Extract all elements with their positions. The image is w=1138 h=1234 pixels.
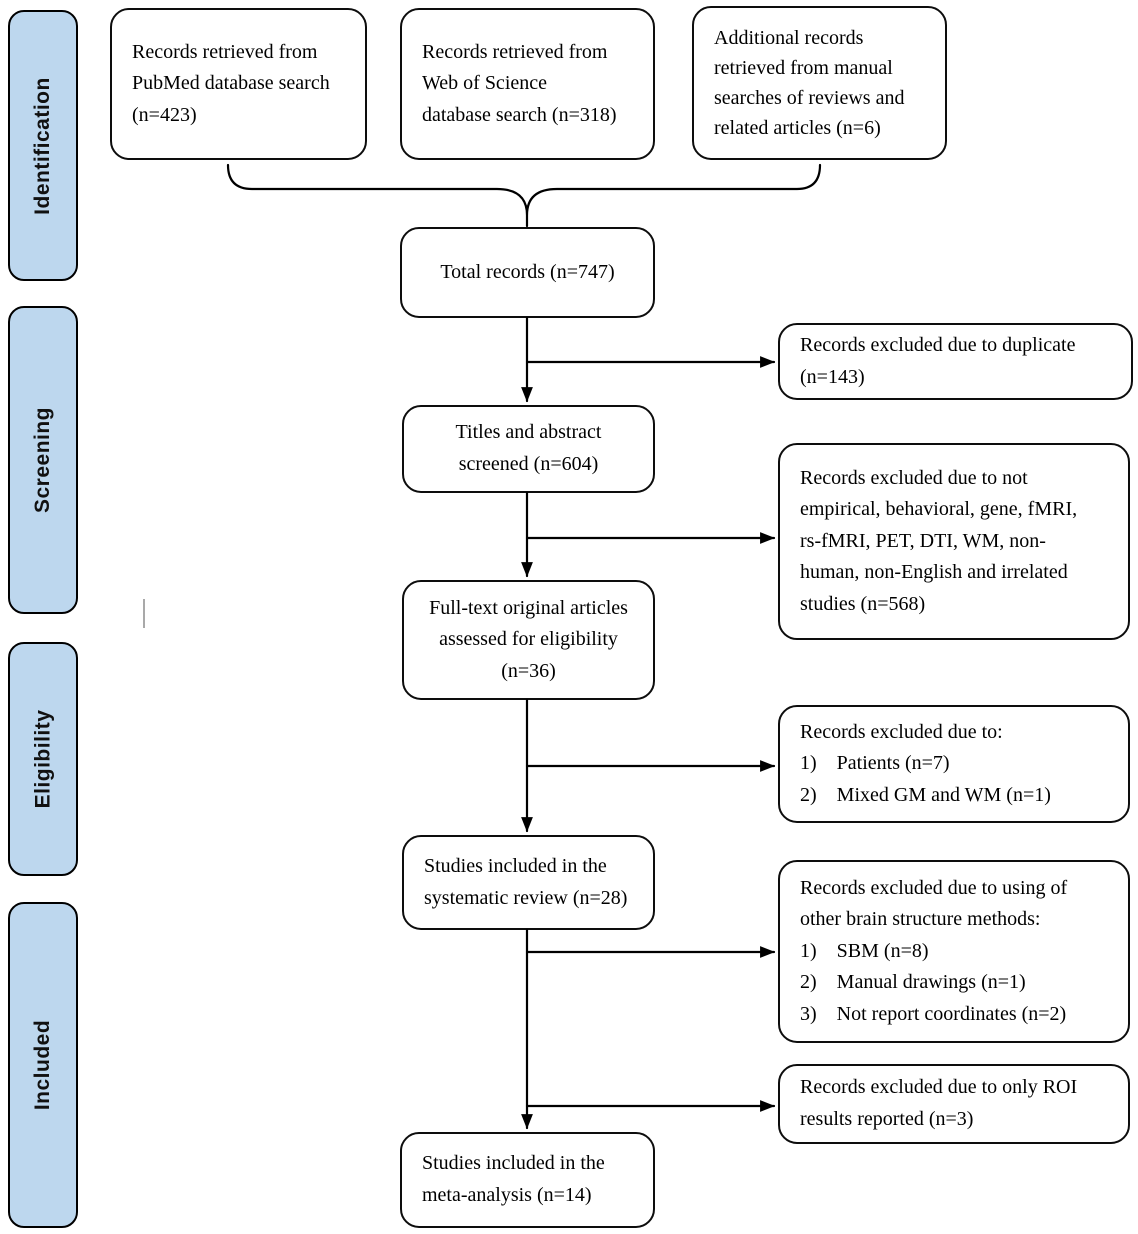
fulltext-assessed-text: Full-text original articles assessed for…: [429, 596, 628, 682]
merge-brace: [226, 163, 822, 216]
excluded-roi-text: Records excluded due to only ROI results…: [800, 1076, 1078, 1130]
source-box-web-of-science: Records retrieved from Web of Science da…: [400, 8, 655, 160]
systematic-review-text: Studies included in the systematic revie…: [424, 854, 628, 909]
excluded-patients-box: Records excluded due to: 1) Patients (n=…: [778, 705, 1130, 823]
source-box-manual-search-text: Additional records retrieved from manual…: [714, 27, 905, 139]
stage-identification: Identification: [8, 10, 78, 281]
total-records-text: Total records (n=747): [440, 260, 615, 283]
excluded-roi-box: Records excluded due to only ROI results…: [778, 1064, 1130, 1144]
fulltext-assessed-box: Full-text original articles assessed for…: [402, 580, 655, 700]
meta-analysis-text: Studies included in the meta-analysis (n…: [422, 1152, 605, 1206]
total-records-box: Total records (n=747): [400, 227, 655, 318]
source-box-pubmed-text: Records retrieved from PubMed database s…: [132, 40, 330, 126]
source-box-pubmed: Records retrieved from PubMed database s…: [110, 8, 367, 160]
titles-abstract-screened-box: Titles and abstract screened (n=604): [402, 405, 655, 493]
stray-tick-mark: [143, 599, 145, 628]
source-box-web-of-science-text: Records retrieved from Web of Science da…: [422, 40, 617, 126]
excluded-criteria-box: Records excluded due to not empirical, b…: [778, 443, 1130, 640]
stage-eligibility: Eligibility: [8, 642, 78, 876]
systematic-review-box: Studies included in the systematic revie…: [402, 835, 655, 930]
excluded-criteria-text: Records excluded due to not empirical, b…: [800, 466, 1078, 615]
source-box-manual-search: Additional records retrieved from manual…: [692, 6, 947, 160]
excluded-duplicate-text: Records excluded due to duplicate (n=143…: [800, 333, 1076, 388]
stage-included-label: Included: [31, 1019, 54, 1111]
stage-identification-label: Identification: [31, 76, 55, 215]
stage-included: Included: [8, 902, 78, 1228]
stage-screening-label: Screening: [31, 406, 55, 514]
titles-abstract-screened-text: Titles and abstract screened (n=604): [455, 421, 602, 475]
stage-screening: Screening: [8, 306, 78, 614]
meta-analysis-box: Studies included in the meta-analysis (n…: [400, 1132, 655, 1228]
excluded-methods-box: Records excluded due to using of other b…: [778, 860, 1130, 1043]
stage-eligibility-label: Eligibility: [31, 709, 54, 809]
excluded-patients-text: Records excluded due to: 1) Patients (n=…: [800, 720, 1051, 806]
excluded-methods-text: Records excluded due to using of other b…: [800, 876, 1068, 1025]
excluded-duplicate-box: Records excluded due to duplicate (n=143…: [778, 323, 1133, 400]
